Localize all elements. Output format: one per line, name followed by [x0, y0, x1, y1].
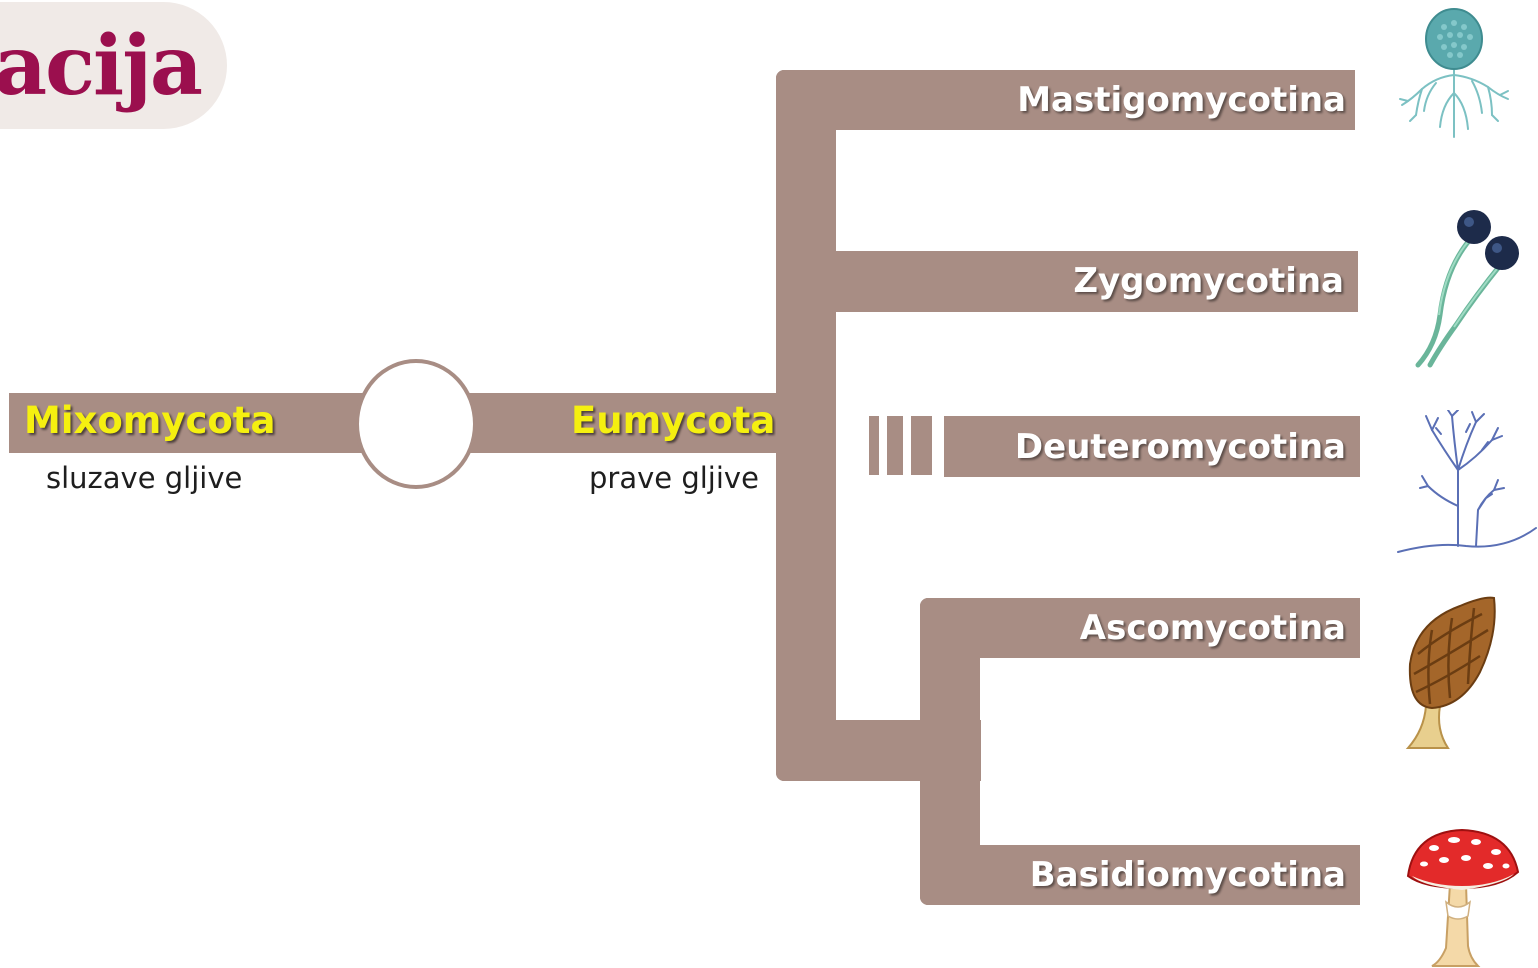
ascomycotina-bar — [920, 598, 1360, 658]
deuteromycotina-dash-2 — [887, 416, 903, 475]
zygomycotina-label: Zygomycotina — [1073, 261, 1344, 301]
zygomycete-sporangia-illustration-icon — [1415, 210, 1519, 368]
fly-agaric-mushroom-illustration-icon — [1406, 828, 1520, 967]
deuteromycotina-bar — [944, 416, 1360, 477]
title-pill — [0, 2, 227, 129]
eumycota-sublabel: prave gljive — [589, 461, 759, 495]
page-title: acija — [0, 18, 203, 114]
basidiomycotina-bar — [920, 845, 1360, 905]
mastigomycotina-bar — [776, 70, 1355, 130]
deuteromycotina-dash-1 — [869, 416, 879, 475]
penicillium-conidiophore-illustration-icon — [1397, 410, 1537, 553]
eumycota-trunk — [776, 70, 836, 781]
deuteromycotina-label: Deuteromycotina — [1014, 427, 1346, 467]
zygomycotina-bar — [776, 251, 1358, 312]
deuteromycotina-dash-3 — [911, 416, 932, 475]
basidiomycotina-label: Basidiomycotina — [1029, 855, 1346, 895]
mixomycota-sublabel: sluzave gljive — [46, 461, 243, 495]
ascomycotina-label: Ascomycotina — [1079, 608, 1346, 648]
chytrid-illustration-icon — [1399, 8, 1509, 138]
mastigomycotina-label: Mastigomycotina — [1017, 80, 1346, 120]
morel-mushroom-illustration-icon — [1405, 596, 1496, 749]
root-node-circle — [355, 359, 477, 489]
eumycota-label: Eumycota — [571, 399, 776, 442]
mixomycota-label: Mixomycota — [24, 399, 276, 442]
